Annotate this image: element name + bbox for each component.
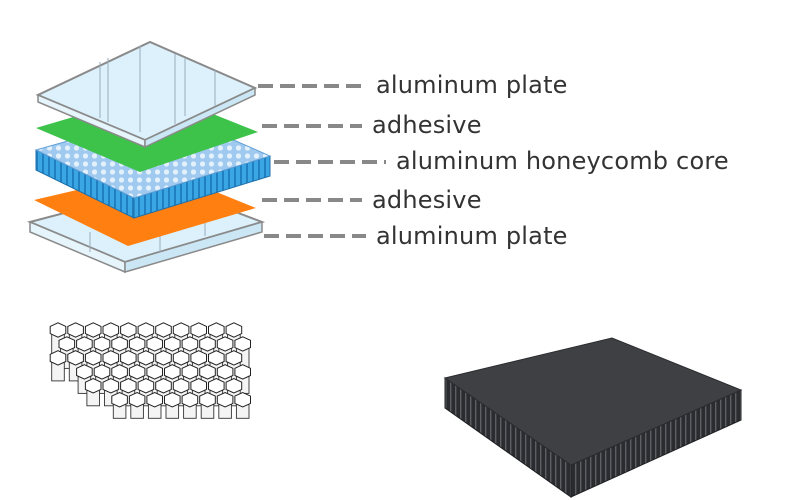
honeycomb-cell <box>111 364 128 380</box>
honeycomb-cell <box>190 378 207 394</box>
honeycomb-cell <box>146 336 163 352</box>
honeycomb-cell <box>199 392 216 408</box>
honeycomb-cell <box>190 322 207 338</box>
honeycomb-cell <box>76 336 93 352</box>
honeycomb-cell <box>146 364 163 380</box>
honeycomb-cell <box>164 392 181 408</box>
honeycomb-cell <box>146 392 163 408</box>
honeycomb-cell <box>199 336 216 352</box>
honeycomb-cell <box>67 350 84 366</box>
honeycomb-cell <box>208 350 225 366</box>
honeycomb-cell <box>49 322 67 338</box>
honeycomb-cell <box>164 336 181 352</box>
honeycomb-cell <box>128 364 146 380</box>
honeycomb-cell <box>181 392 199 408</box>
honeycomb-cell <box>190 350 207 366</box>
honeycomb-cell <box>49 350 67 366</box>
honeycomb-cell <box>137 322 155 338</box>
honeycomb-cell <box>199 364 216 380</box>
honeycomb-cell <box>111 392 128 408</box>
honeycomb-cell <box>120 378 137 394</box>
label-adhesive-top: adhesive <box>372 111 482 139</box>
honeycomb-cell <box>93 336 111 352</box>
honeycomb-cell <box>102 322 120 338</box>
leader-lines <box>258 84 386 238</box>
honeycomb-cell <box>172 378 190 394</box>
honeycomb-cell <box>172 350 190 366</box>
honeycomb-cell <box>216 392 234 408</box>
honeycomb-cell <box>225 322 243 338</box>
honeycomb-cell <box>181 336 199 352</box>
honeycomb-cell <box>84 350 102 366</box>
honeycomb-cell <box>234 392 251 408</box>
honeycomb-cell <box>225 378 243 394</box>
honeycomb-cell <box>128 392 146 408</box>
aluminum-plate-top-shape <box>35 40 258 149</box>
honeycomb-cell <box>137 378 155 394</box>
honeycomb-cell <box>102 350 120 366</box>
honeycomb-cell <box>137 350 155 366</box>
honeycomb-cell <box>216 336 234 352</box>
label-aluminum-plate-bottom: aluminum plate <box>376 222 568 250</box>
honeycomb-cell <box>155 322 172 338</box>
honeycomb-cell <box>102 378 120 394</box>
honeycomb-cell <box>208 322 225 338</box>
honeycomb-cell <box>76 364 93 380</box>
honeycomb-cell <box>67 322 84 338</box>
honeycomb-cell <box>128 336 146 352</box>
label-honeycomb-core: aluminum honeycomb core <box>396 147 729 175</box>
honeycomb-cell <box>111 336 128 352</box>
honeycomb-cell <box>120 322 137 338</box>
honeycomb-cell <box>164 364 181 380</box>
label-adhesive-bottom: adhesive <box>372 186 482 214</box>
honeycomb-cell <box>93 364 111 380</box>
honeycomb-cell <box>58 336 76 352</box>
honeycomb-cell <box>216 364 234 380</box>
honeycomb-mesh-illustration <box>49 322 251 419</box>
honeycomb-cell <box>225 350 243 366</box>
honeycomb-cell <box>84 322 102 338</box>
label-aluminum-plate-top: aluminum plate <box>376 71 568 99</box>
honeycomb-panel-illustration <box>443 337 743 498</box>
honeycomb-cell <box>172 322 190 338</box>
honeycomb-cell <box>234 336 251 352</box>
honeycomb-cell <box>84 378 102 394</box>
honeycomb-cell <box>120 350 137 366</box>
honeycomb-cell <box>208 378 225 394</box>
honeycomb-cell <box>155 350 172 366</box>
honeycomb-cell <box>155 378 172 394</box>
honeycomb-cell <box>234 364 251 380</box>
honeycomb-cell <box>181 364 199 380</box>
